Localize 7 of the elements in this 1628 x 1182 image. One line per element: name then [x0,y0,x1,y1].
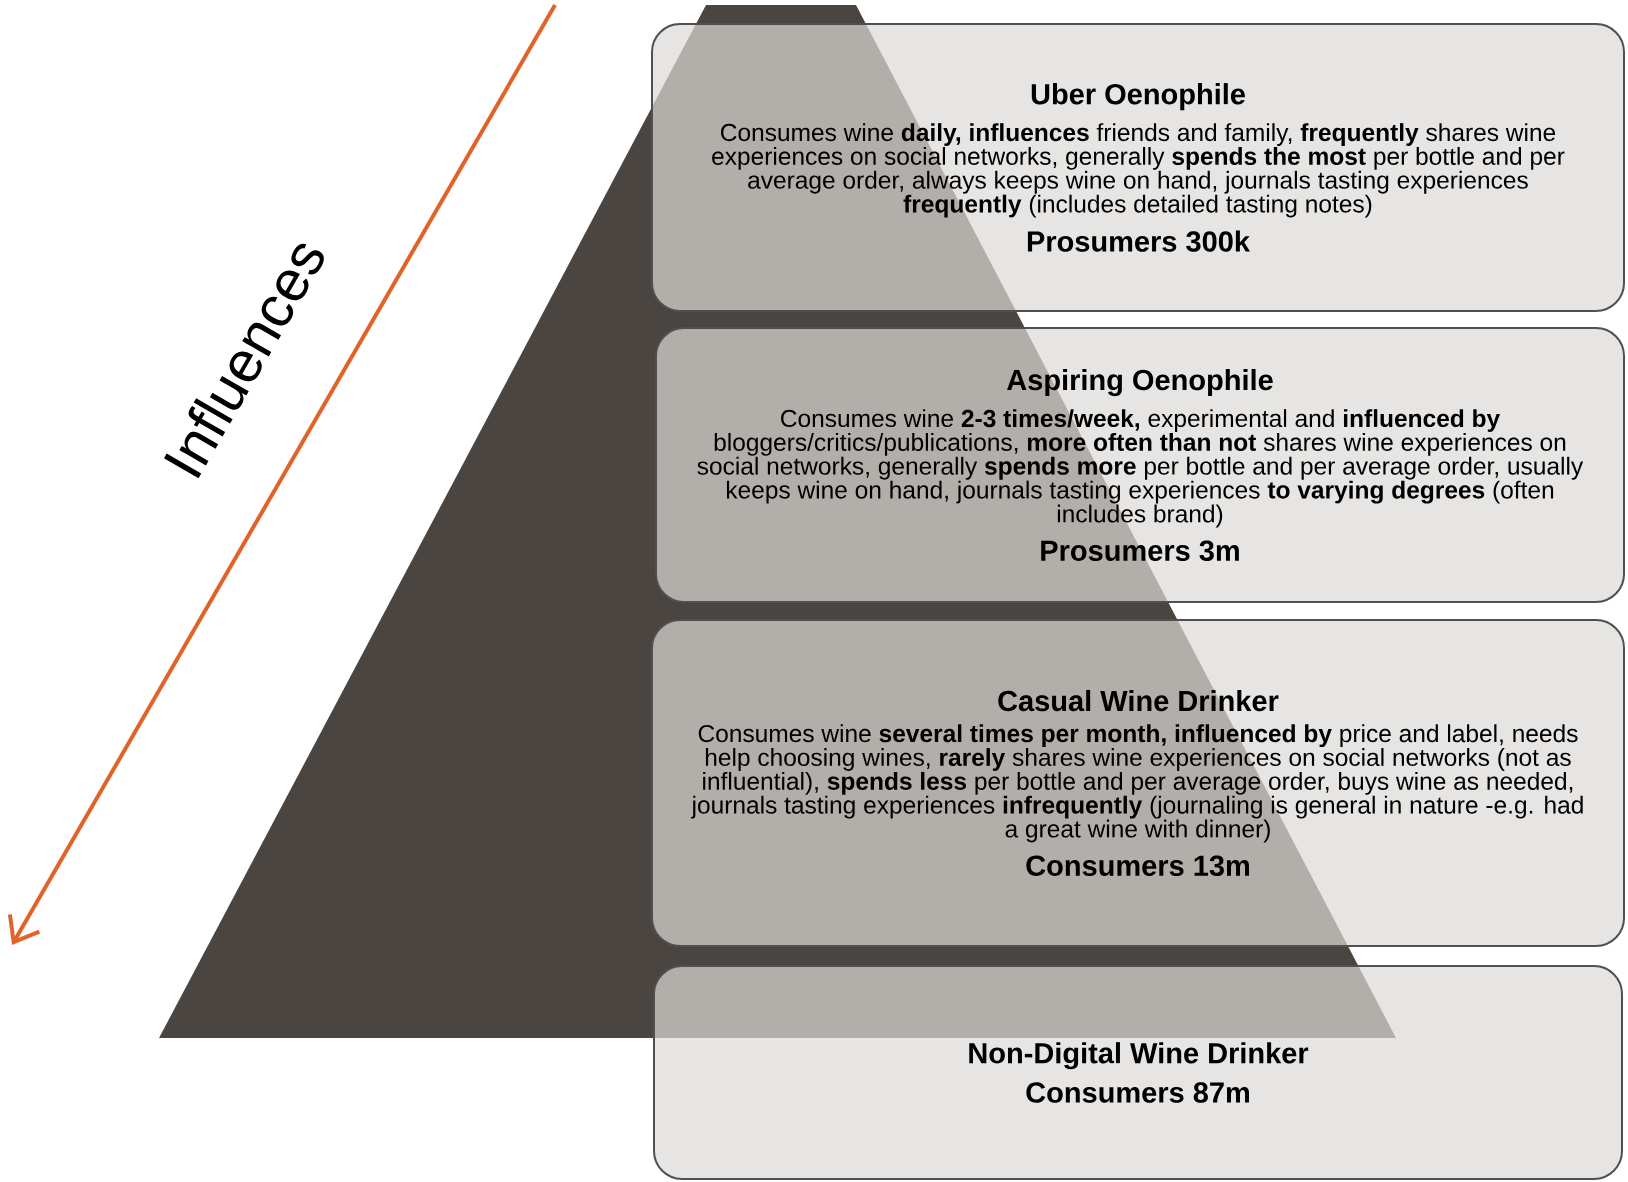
node-label: Consumers 87m [1026,1082,1249,1103]
tier-box: Casual Wine Drinker Consumes wine several times per month, influenced by price and label, needs help choosing wines, rarely shares wine experiences on social networks (not as influential), spends less per bottle and per average order, buys wine as needed, journals tasting experiences infrequently (journaling is general in nature -e.g. had a great wine with dinner) Consumers 13m [651,619,1625,947]
tier-box: Uber Oenophile Consumes wine daily, influences friends and family, frequently shares wine experiences on social networks, generally spends the most per bottle and per average order, always keeps wine on hand, journals tasting experiences frequently (includes detailed tasting notes) Prosumers 300k [651,23,1625,312]
node-label: (often [1493,480,1554,504]
node-label: Non-Digital Wine Drinker [969,1042,1309,1070]
tier-box: Aspiring Oenophile Consumes wine 2-3 times/week, experimental and influenced by bloggers/critics/publications, more often than not shares wine experiences on social networks, generally spends more per bottle and per average order, usually keeps wine on hand, journals tasting experiences to varying degrees (often includes brand) Prosumers 3m [655,327,1625,603]
tier-box: Non-Digital Wine Drinker Consumers 87m [653,965,1623,1180]
